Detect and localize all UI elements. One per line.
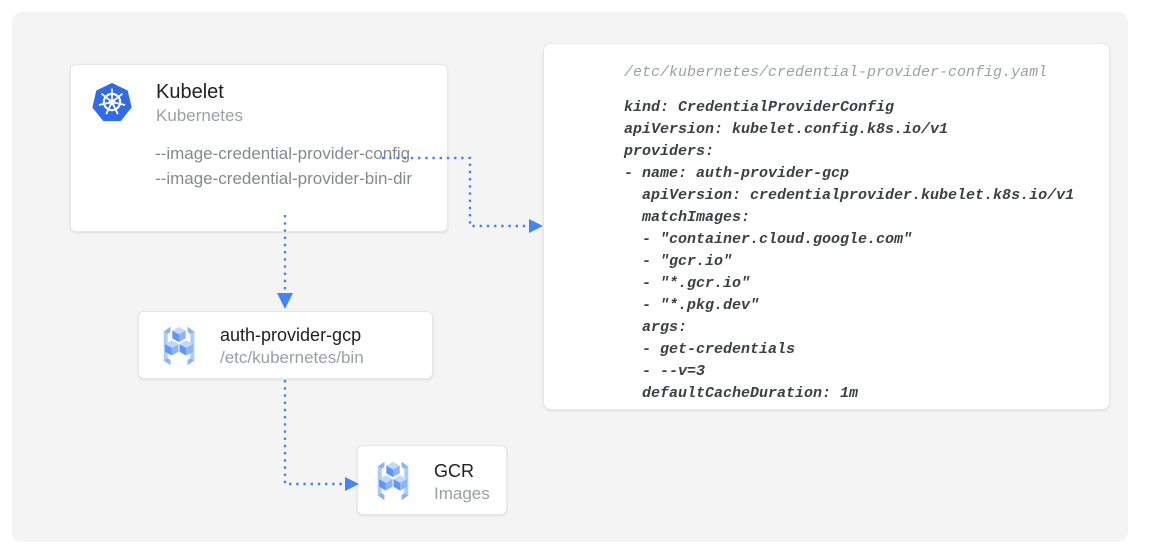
auth-provider-subtitle: /etc/kubernetes/bin [220, 348, 364, 367]
kubelet-flags: --image-credential-provider-config --ima… [155, 141, 412, 191]
config-yaml-body: kind: CredentialProviderConfig apiVersio… [624, 99, 1075, 402]
gcr-card: GCR Images [357, 445, 507, 515]
flag-image-credential-provider-bin-dir: --image-credential-provider-bin-dir [155, 169, 412, 188]
gcr-subtitle: Images [434, 484, 490, 503]
gcr-title: GCR [434, 461, 474, 481]
container-registry-icon [156, 323, 202, 374]
container-registry-icon [370, 458, 416, 509]
kubelet-card: Kubelet Kubernetes --image-credential-pr… [70, 64, 448, 232]
credential-provider-config-card: /etc/kubernetes/credential-provider-conf… [543, 43, 1110, 410]
kubelet-subtitle: Kubernetes [156, 106, 243, 125]
kubernetes-icon [89, 80, 135, 131]
flag-image-credential-provider-config: --image-credential-provider-config [155, 144, 411, 163]
config-file-path: /etc/kubernetes/credential-provider-conf… [624, 64, 1048, 81]
kubelet-title: Kubelet [156, 81, 224, 103]
auth-provider-gcp-card: auth-provider-gcp /etc/kubernetes/bin [138, 311, 433, 379]
auth-provider-title: auth-provider-gcp [220, 325, 362, 345]
